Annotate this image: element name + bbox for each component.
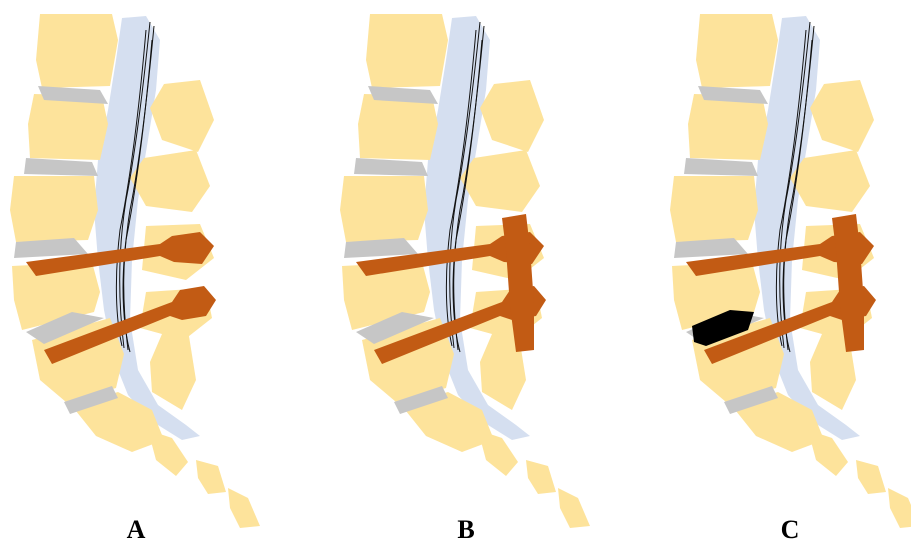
panel-c xyxy=(670,14,911,528)
panel-label-a: A xyxy=(127,515,146,543)
panel-label-b: B xyxy=(457,515,474,543)
lumbar-spine-diagram xyxy=(10,14,260,528)
lumbar-spine-diagram xyxy=(340,14,590,528)
panel-a xyxy=(10,14,260,528)
panel-b xyxy=(340,14,590,528)
panel-label-c: C xyxy=(781,515,800,543)
lumbar-spine-diagram xyxy=(670,14,911,528)
